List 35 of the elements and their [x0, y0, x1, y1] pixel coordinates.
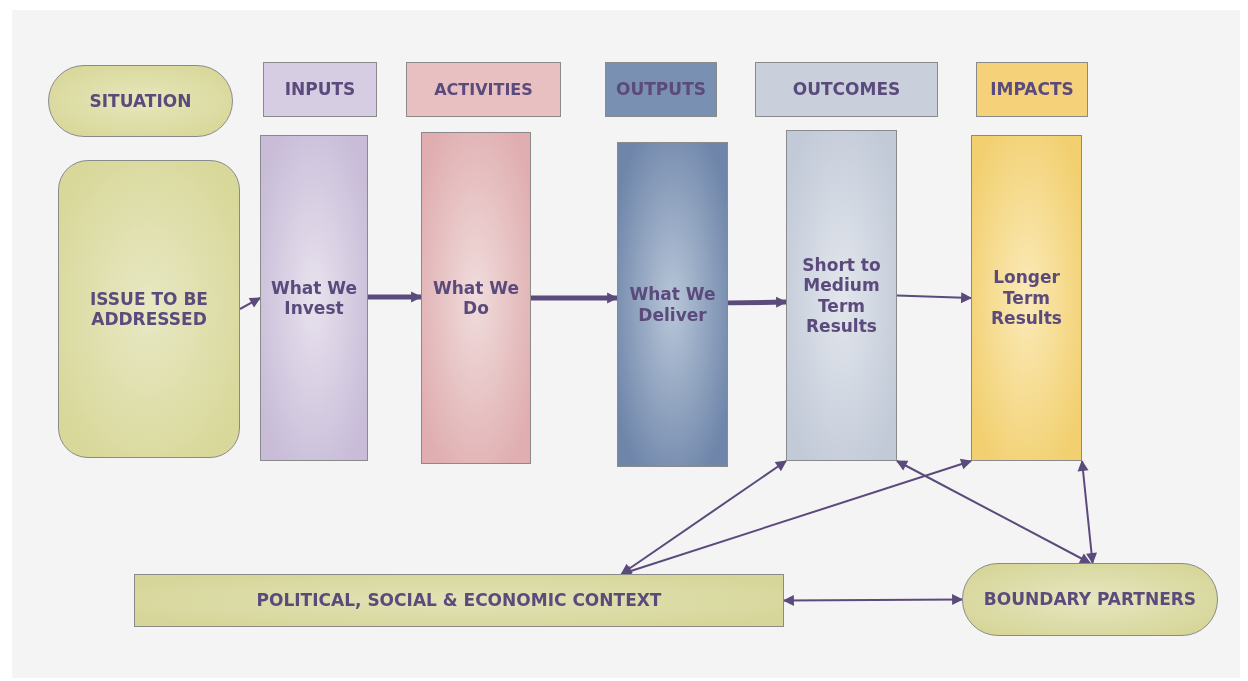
node-label: SITUATION: [89, 90, 192, 112]
arrow: [1077, 459, 1097, 565]
arrow: [896, 292, 973, 304]
arrow: [531, 292, 619, 304]
arrow: [727, 296, 788, 308]
node-label: What We Deliver: [628, 284, 717, 325]
node-label: ISSUE TO BE ADDRESSED: [89, 288, 209, 330]
node-label: Longer Term Results: [990, 267, 1063, 329]
stage-box: [786, 130, 897, 461]
stage-box: [260, 135, 368, 461]
stage-box: [971, 135, 1082, 461]
arrow: [368, 291, 423, 303]
stage-box: [617, 142, 728, 467]
node-label: ACTIVITIES: [434, 79, 533, 100]
node-label: OUTPUTS: [616, 79, 706, 100]
header-box: [605, 62, 717, 117]
node-label: BOUNDARY PARTNERS: [983, 589, 1197, 610]
arrow: [239, 297, 261, 310]
header-box: [134, 574, 784, 627]
node-label: IMPACTS: [990, 79, 1074, 100]
stage-box: [421, 132, 531, 464]
header-box: [263, 62, 377, 117]
node-label: Short to Medium Term Results: [801, 254, 882, 337]
arrow: [620, 460, 787, 575]
node-label: OUTCOMES: [792, 79, 901, 100]
arrow: [782, 594, 964, 606]
node-label: INPUTS: [284, 79, 356, 100]
header-box: [976, 62, 1088, 117]
node-label: What We Do: [431, 277, 520, 319]
header-box: [406, 62, 561, 117]
stage-box: [58, 160, 240, 458]
header-box: [755, 62, 938, 117]
arrow: [896, 460, 1091, 564]
node-label: What We Invest: [269, 277, 358, 319]
node-label: POLITICAL, SOCIAL & ECONOMIC CONTEXT: [256, 590, 662, 611]
